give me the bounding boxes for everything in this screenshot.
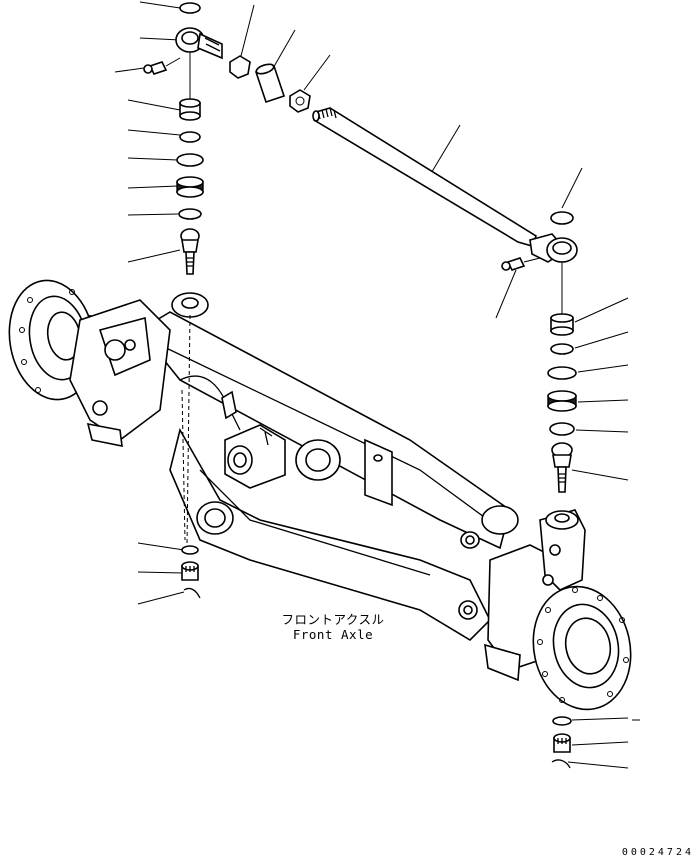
left-o-ring-icon	[176, 153, 204, 167]
right-lower-washer-icon	[552, 716, 572, 726]
right-grease-fitting-icon	[501, 257, 541, 271]
right-dust-seal-icon	[547, 390, 577, 412]
right-o-ring-icon	[547, 366, 577, 380]
left-castle-nut-icon	[181, 561, 199, 581]
leader-lines-top	[239, 4, 583, 319]
left-dust-seal-icon	[176, 176, 204, 198]
mounting-bracket	[364, 438, 393, 507]
caption-japanese: フロントアクスル	[281, 612, 385, 627]
right-snap-ring-icon	[550, 343, 574, 355]
left-lower-hardware	[181, 545, 201, 599]
right-wheel-hub	[532, 585, 632, 711]
right-lower-hardware	[551, 716, 572, 769]
document-number: 00024724	[621, 847, 694, 858]
left-cotter-pin-icon	[183, 587, 201, 599]
right-washer-icon	[549, 422, 575, 436]
leader-lines-right	[567, 297, 640, 769]
left-tie-rod-end-icon	[175, 27, 223, 60]
hex-nut-icon	[289, 89, 311, 113]
tie-rod-clamp-parts	[229, 55, 311, 113]
left-steering-knuckle	[69, 299, 171, 448]
right-ball-stud-icon	[551, 442, 573, 493]
adjusting-sleeve-icon	[254, 63, 286, 104]
left-grease-fitting-icon	[143, 57, 181, 75]
left-bushing-icon	[179, 98, 201, 121]
center-trunnion	[295, 439, 341, 481]
right-tie-rod-end-icon	[529, 233, 578, 263]
caption-english: Front Axle	[292, 627, 374, 642]
right-tie-rod-end-parts	[501, 211, 578, 493]
left-lower-washer-icon	[181, 545, 199, 555]
axle-housing	[8, 279, 632, 711]
left-king-pin-boss	[171, 292, 209, 318]
leader-lines-left	[114, 1, 185, 605]
diagram-caption: フロントアクスル Front Axle	[258, 612, 408, 642]
right-cotter-pin-icon	[551, 759, 571, 769]
right-steering-knuckle	[458, 509, 586, 682]
right-bushing-icon	[550, 313, 574, 336]
left-ball-stud-icon	[180, 228, 200, 275]
right-castle-nut-icon	[553, 733, 571, 753]
center-pivot-mount	[224, 424, 286, 489]
left-snap-ring-icon	[179, 131, 201, 143]
king-pin-axis	[186, 314, 191, 546]
right-king-pin-boss	[460, 505, 519, 549]
tie-rod	[312, 107, 537, 247]
lower-trunnion	[196, 501, 234, 535]
left-tie-rod-end-parts	[143, 2, 223, 275]
lock-nut-icon	[229, 55, 251, 79]
left-washer-icon	[178, 208, 202, 220]
